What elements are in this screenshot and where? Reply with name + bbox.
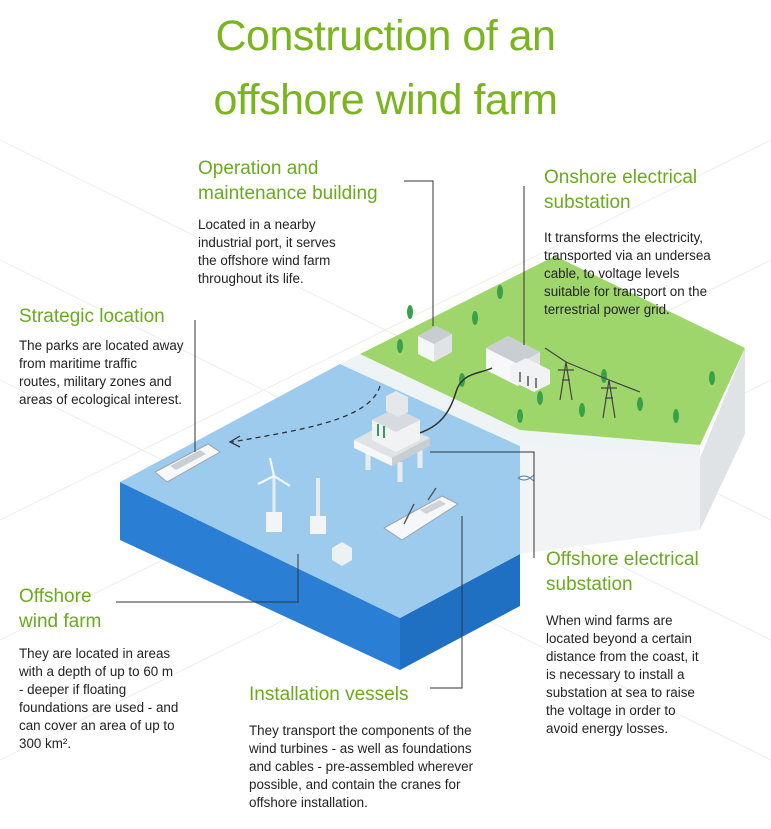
offshore-substation-body-line: located beyond a certain xyxy=(546,631,692,646)
om-building xyxy=(418,326,452,362)
offshore-substation-body-line: substation at sea to raise xyxy=(546,685,695,700)
strategic-body-line: The parks are located away xyxy=(19,338,184,353)
strategic-body: The parks are located away from maritime… xyxy=(19,337,184,409)
offshore-substation-platform xyxy=(354,391,430,482)
offshore-substation-body-line: is necessary to install a xyxy=(546,667,685,682)
offshore-substation-heading-line-1: Offshore electrical xyxy=(546,549,699,570)
connector-lines xyxy=(116,180,535,689)
onshore-substation-building xyxy=(486,336,550,392)
vessels-heading-line-1: Installation vessels xyxy=(249,684,409,705)
windfarm-body-line: foundations are used - and xyxy=(19,700,179,715)
windfarm-heading-line-1: Offshore xyxy=(19,586,92,607)
operation-body-line: industrial port, it serves xyxy=(198,235,336,250)
operation-heading-line-1: Operation and xyxy=(198,158,319,179)
strategic-heading: Strategic location xyxy=(19,304,165,329)
windfarm-heading-line-2: wind farm xyxy=(19,611,102,632)
offshore-substation-body-line: avoid energy losses. xyxy=(546,721,669,736)
operation-heading-line-2: maintenance building xyxy=(198,183,378,204)
windfarm-heading: Offshore wind farm xyxy=(19,584,101,634)
offshore-substation-body-line: When wind farms are xyxy=(546,613,673,628)
strategic-body-line: from maritime traffic xyxy=(19,356,138,371)
operation-body-line: the offshore wind farm xyxy=(198,253,331,268)
vessels-body-line: wind turbines - as well as foundations xyxy=(249,741,472,756)
vessels-body-line: offshore installation. xyxy=(249,795,368,810)
vessels-heading: Installation vessels xyxy=(249,682,408,707)
operation-heading: Operation and maintenance building xyxy=(198,156,378,206)
land-surface xyxy=(360,256,745,445)
strategic-body-line: areas of ecological interest. xyxy=(19,392,183,407)
beach xyxy=(340,354,700,458)
windfarm-body: They are located in areas with a depth o… xyxy=(19,645,178,753)
windfarm-body-line: with a depth of up to 60 m xyxy=(19,664,174,679)
offshore-substation-heading: Offshore electrical substation xyxy=(546,547,699,597)
vessels-body-line: possible, and contain the cranes for xyxy=(249,777,461,792)
vessels-body-line: They transport the components of the xyxy=(249,723,472,738)
shipping-route-arrow xyxy=(231,385,381,443)
onshore-body-line: cable, to voltage levels xyxy=(544,266,680,281)
onshore-body: It transforms the electricity, transport… xyxy=(544,229,711,319)
page-title: Construction of an offshore wind farm xyxy=(0,4,771,132)
onshore-heading-line-2: substation xyxy=(544,192,631,213)
strategic-heading-line-1: Strategic location xyxy=(19,306,165,327)
operation-body-line: Located in a nearby xyxy=(198,217,316,232)
offshore-substation-body: When wind farms are located beyond a cer… xyxy=(546,612,699,738)
sea-right-face xyxy=(400,554,520,670)
onshore-body-line: transported via an undersea xyxy=(544,248,711,263)
floating-foundation xyxy=(332,542,352,566)
title-line-1: Construction of an xyxy=(215,12,556,60)
windfarm-body-line: - deeper if floating xyxy=(19,682,127,697)
turbine-foundation xyxy=(310,478,326,534)
trees xyxy=(397,285,715,423)
windfarm-body-line: 300 km². xyxy=(19,736,72,751)
vessels-body: They transport the components of the win… xyxy=(249,722,473,812)
strategic-body-line: routes, military zones and xyxy=(19,374,172,389)
onshore-body-line: terrestrial power grid. xyxy=(544,302,670,317)
onshore-heading: Onshore electrical substation xyxy=(544,165,697,215)
cargo-ship xyxy=(154,443,221,483)
offshore-substation-heading-line-2: substation xyxy=(546,574,633,595)
land-side-face xyxy=(520,348,745,554)
onshore-body-line: suitable for transport on the xyxy=(544,284,708,299)
power-pylons xyxy=(544,347,641,419)
windfarm-body-line: They are located in areas xyxy=(19,646,171,661)
land-side-shade xyxy=(700,348,745,530)
undersea-cable xyxy=(407,367,493,437)
wind-turbine xyxy=(257,457,291,532)
vessels-body-line: and cables - pre-assembled wherever xyxy=(249,759,474,774)
title-line-2: offshore wind farm xyxy=(213,76,558,124)
onshore-body-line: It transforms the electricity, xyxy=(544,230,703,245)
route-arrowhead xyxy=(228,435,241,448)
onshore-heading-line-1: Onshore electrical xyxy=(544,167,698,188)
sea-front-face xyxy=(120,482,400,670)
windfarm-body-line: can cover an area of up to xyxy=(19,718,175,733)
installation-vessel xyxy=(383,487,460,541)
offshore-substation-body-line: the voltage in order to xyxy=(546,703,676,718)
operation-body-line: throughout its life. xyxy=(198,271,304,286)
offshore-substation-body-line: distance from the coast, it xyxy=(546,649,699,664)
operation-body: Located in a nearby industrial port, it … xyxy=(198,216,336,288)
